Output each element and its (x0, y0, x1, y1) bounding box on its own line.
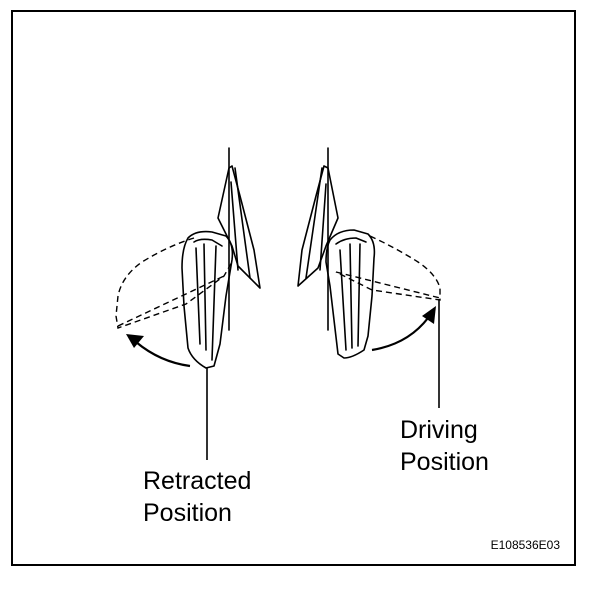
retracted-position-label: Retracted Position (143, 465, 251, 529)
driving-label-line2: Position (400, 448, 489, 476)
right-mirror-base (297, 165, 339, 287)
diagram-frame (11, 10, 576, 566)
left-mirror-driving-outline (115, 237, 233, 329)
left-housing-crease (195, 247, 201, 345)
right-base-line-2 (319, 183, 327, 271)
retracted-label-line2: Position (143, 499, 232, 527)
right-mirror-extended-outline (335, 235, 441, 301)
right-mirror-driving (297, 147, 376, 359)
left-retract-arrow (126, 334, 191, 368)
left-mirror-base (217, 165, 261, 289)
right-mirror-housing (325, 229, 376, 359)
left-housing-inner (193, 238, 223, 247)
right-housing-crease-3 (349, 243, 353, 349)
right-housing-crease-2 (357, 243, 361, 347)
left-base-line (234, 167, 251, 279)
driving-label-line1: Driving (400, 416, 478, 444)
driving-position-label: Driving Position (400, 414, 489, 478)
left-base-line-2 (230, 181, 239, 271)
left-housing-crease-3 (203, 243, 207, 351)
left-housing-crease-2 (211, 245, 217, 361)
left-mirror-retracted (181, 147, 261, 369)
figure-reference-code: E108536E03 (490, 538, 560, 552)
right-housing-crease (339, 249, 347, 351)
right-extend-arrow (371, 306, 436, 352)
right-base-line (305, 167, 323, 279)
retracted-label-line1: Retracted (143, 467, 252, 495)
left-mirror-housing (181, 230, 234, 369)
right-housing-inner (335, 237, 367, 245)
